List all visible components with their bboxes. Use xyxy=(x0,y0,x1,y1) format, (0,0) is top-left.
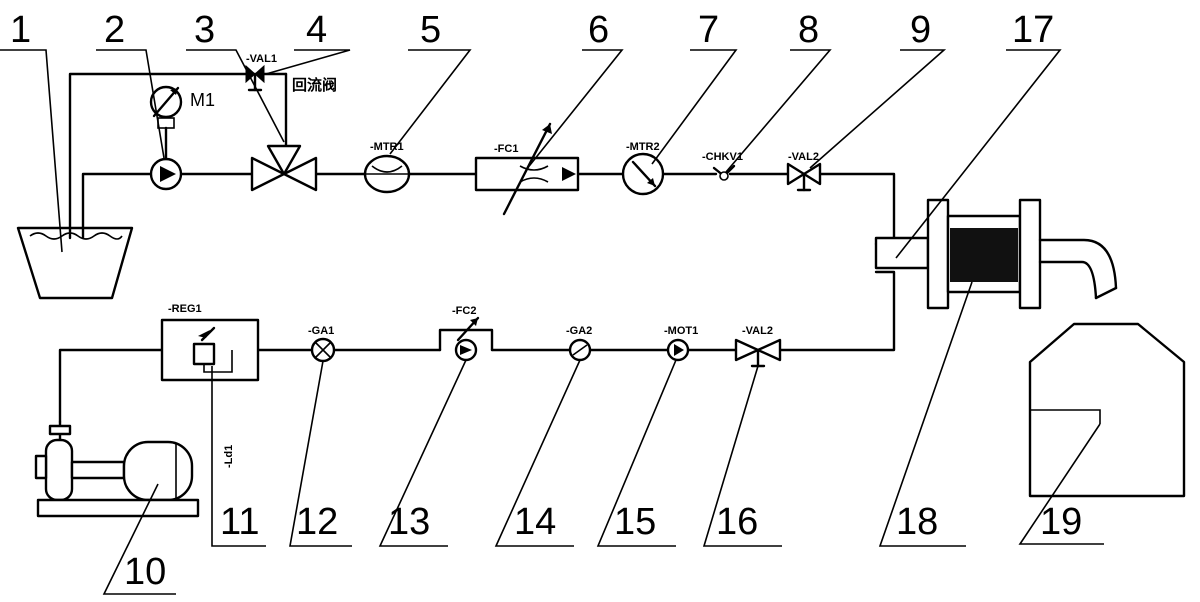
callout-17: 17 xyxy=(1012,9,1054,51)
tag-fc2: -FC2 xyxy=(452,305,476,317)
tag-ga1: -GA1 xyxy=(308,325,334,337)
tag-val1: -VAL1 xyxy=(246,53,277,65)
pump xyxy=(149,126,183,191)
callout-1: 1 xyxy=(10,9,31,51)
callout-2: 2 xyxy=(104,9,125,51)
pump-motor-unit xyxy=(34,420,200,518)
tag-val2-bottom: -VAL2 xyxy=(742,325,773,337)
callout-16: 16 xyxy=(716,501,758,543)
tag-chkv1: -CHKV1 xyxy=(702,151,743,163)
callout-19: 19 xyxy=(1040,501,1082,543)
bottom-pipeline xyxy=(58,270,896,424)
gauge-ga1: -GA1 xyxy=(308,325,336,363)
flow-control-fc2: -FC2 xyxy=(438,305,494,362)
flow-control-fc1: -FC1 xyxy=(474,122,580,216)
gauge-mtr2: -MTR2 xyxy=(621,141,665,196)
callout-7: 7 xyxy=(698,9,719,51)
valve-val2-top: -VAL2 xyxy=(786,151,822,192)
top-pipeline xyxy=(68,72,896,246)
callout-11: 11 xyxy=(220,501,259,543)
callout-13: 13 xyxy=(388,501,430,543)
callout-3: 3 xyxy=(194,9,215,51)
callout-12: 12 xyxy=(296,501,338,543)
gauge-ga2: -GA2 xyxy=(566,325,592,362)
callout-10: 10 xyxy=(124,551,166,593)
callout-15: 15 xyxy=(614,501,656,543)
three-way-valve xyxy=(250,144,318,192)
supply-tank xyxy=(16,226,134,300)
callout-leaders xyxy=(0,49,1104,595)
tag-val2-top: -VAL2 xyxy=(788,151,819,163)
callout-6: 6 xyxy=(588,9,609,51)
tag-reg1: -REG1 xyxy=(168,303,202,315)
callout-18: 18 xyxy=(896,501,938,543)
check-valve-chkv1: -CHKV1 xyxy=(702,151,743,181)
cylinder-assembly xyxy=(874,198,1118,310)
tag-ld1: -Ld1 xyxy=(223,445,235,468)
callout-14: 14 xyxy=(514,501,556,543)
enclosure xyxy=(1028,322,1186,498)
callout-numbers: 1 2 3 4 5 6 7 8 9 17 11 12 13 14 15 16 1… xyxy=(10,9,1082,593)
callout-5: 5 xyxy=(420,9,441,51)
label-return-valve: 回流阀 xyxy=(292,76,337,94)
tag-mot1: -MOT1 xyxy=(664,325,698,337)
return-valve-val1: -VAL1 回流阀 xyxy=(245,53,337,94)
valve-val2-bottom: -VAL2 xyxy=(734,325,782,368)
tag-fc1: -FC1 xyxy=(494,143,518,155)
callout-9: 9 xyxy=(910,9,931,51)
hydraulic-motor-mot1: -MOT1 xyxy=(664,325,698,362)
flow-meter-mtr1: -MTR1 xyxy=(363,141,411,194)
callout-8: 8 xyxy=(798,9,819,51)
tag-mtr1: -MTR1 xyxy=(370,141,404,153)
callout-4: 4 xyxy=(306,9,327,51)
tag-ga2: -GA2 xyxy=(566,325,592,337)
pressure-gauge-m1: M1 xyxy=(149,85,215,129)
regulator-reg1: -REG1 -Ld1 xyxy=(160,303,260,468)
tag-mtr2: -MTR2 xyxy=(626,141,660,153)
tag-m1: M1 xyxy=(190,90,215,110)
